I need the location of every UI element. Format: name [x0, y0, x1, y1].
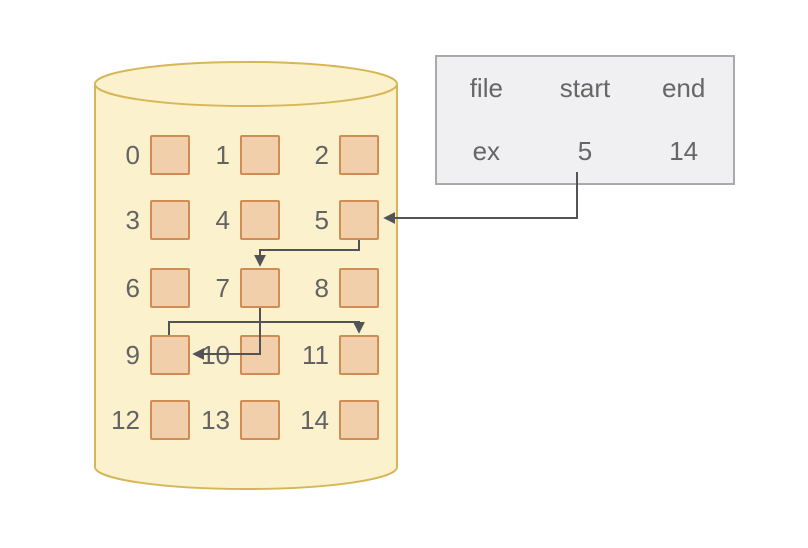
disk-block-square: [240, 200, 280, 240]
disk-block-square: [339, 400, 379, 440]
disk-block-label: 7: [215, 273, 230, 303]
disk-block-4: 4: [197, 200, 280, 240]
disk-block-label: 14: [300, 405, 329, 435]
disk-block-square: [339, 200, 379, 240]
disk-block-label: 6: [125, 273, 140, 303]
table-header-start: start: [559, 73, 611, 103]
disk-block-square: [339, 268, 379, 308]
disk-block-square: [150, 200, 190, 240]
disk-block-square: [150, 135, 190, 175]
disk-block-label: 12: [111, 405, 140, 435]
disk-block-square: [339, 135, 379, 175]
disk-block-12: 12: [107, 400, 190, 440]
table-cell-end-block: 14: [669, 136, 699, 166]
disk-block-0: 0: [107, 135, 190, 175]
disk-block-square: [150, 268, 190, 308]
disk-block-9: 9: [107, 335, 190, 375]
disk-block-6: 6: [107, 268, 190, 308]
disk-block-square: [150, 335, 190, 375]
disk-block-square: [339, 335, 379, 375]
disk-block-7: 7: [197, 268, 280, 308]
disk-block-3: 3: [107, 200, 190, 240]
disk-block-5: 5: [296, 200, 379, 240]
disk-block-square: [240, 135, 280, 175]
disk-block-13: 13: [197, 400, 280, 440]
disk-block-square: [240, 335, 280, 375]
table-header-end: end: [661, 73, 706, 103]
disk-block-label: 0: [125, 140, 140, 170]
table-cell-file-name: ex: [472, 136, 501, 166]
disk-block-square: [240, 400, 280, 440]
disk-block-square: [150, 400, 190, 440]
disk-block-2: 2: [296, 135, 379, 175]
table-header-file: file: [469, 73, 503, 103]
arrow-block9-to-block11: [168, 321, 365, 335]
disk-block-label: 4: [215, 205, 230, 235]
disk-cylinder-top-ellipse: [94, 61, 398, 107]
allocation-table: file start end ex 5 14: [435, 55, 735, 185]
disk-block-label: 8: [314, 273, 329, 303]
disk-block-label: 10: [201, 340, 230, 370]
disk-block-10: 10: [197, 335, 280, 375]
disk-block-label: 3: [125, 205, 140, 235]
disk-block-label: 11: [302, 340, 329, 370]
disk-block-label: 2: [314, 140, 329, 170]
disk-block-label: 5: [314, 205, 329, 235]
disk-block-1: 1: [197, 135, 280, 175]
table-cell-start-block: 5: [577, 136, 593, 166]
disk-block-8: 8: [296, 268, 379, 308]
disk-block-label: 13: [201, 405, 230, 435]
disk-block-label: 1: [215, 140, 230, 170]
arrow-block5-to-block7: [254, 240, 360, 267]
disk-block-14: 14: [296, 400, 379, 440]
disk-block-11: 11: [296, 335, 379, 375]
disk-block-square: [240, 268, 280, 308]
disk-block-label: 9: [125, 340, 140, 370]
